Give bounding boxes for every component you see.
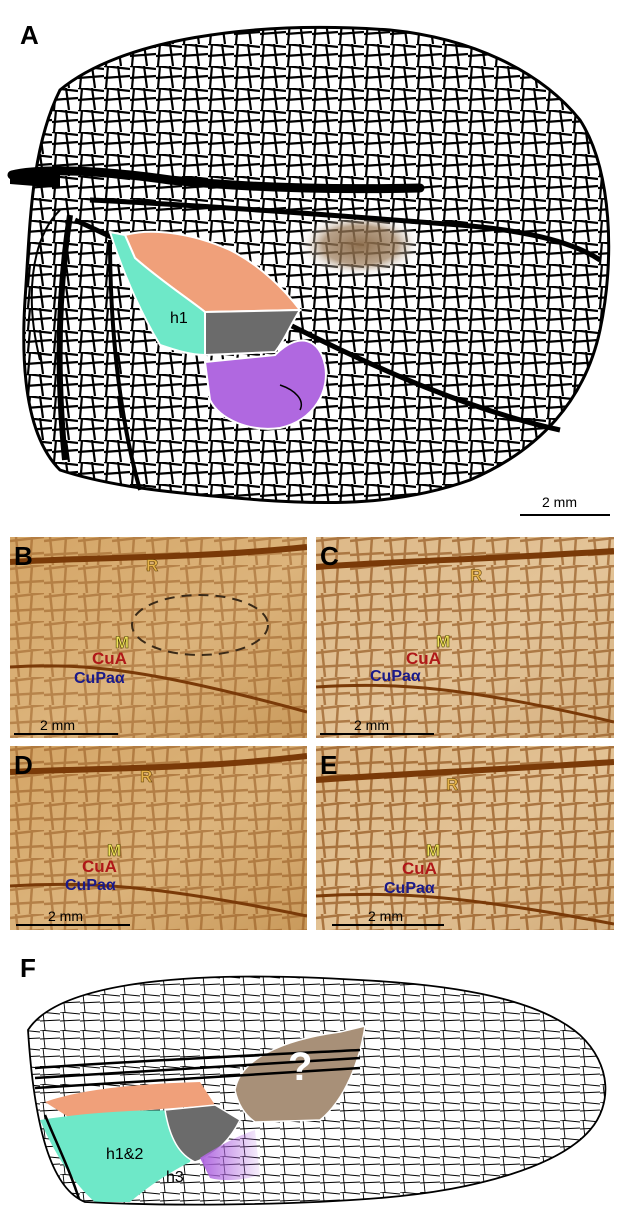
vein-label-cupa: CuPaα — [74, 671, 125, 687]
vein-label-cupa: CuPaα — [384, 881, 435, 897]
panel-e-label: E — [320, 752, 337, 778]
panel-e-scale-bar — [332, 924, 444, 926]
panel-d-label: D — [14, 752, 33, 778]
vein-label-cua: CuA — [406, 650, 441, 667]
panel-b-label: B — [14, 543, 33, 569]
region-label-unknown: ? — [288, 1045, 312, 1090]
panel-a: A h1 2 mm — [0, 0, 618, 528]
panel-c: C R M CuA CuPaα 2 mm — [316, 537, 614, 738]
vein-label-r: R — [140, 768, 152, 785]
region-label-h1: h1 — [170, 310, 188, 328]
panel-e-scale-text: 2 mm — [368, 908, 403, 924]
panel-d-photo — [10, 746, 307, 930]
panel-a-scale-bar — [520, 514, 610, 516]
vein-label-cupa: CuPaα — [370, 669, 421, 685]
panel-e: E R M CuA CuPaα 2 mm — [316, 746, 614, 930]
panel-a-scale-text: 2 mm — [542, 494, 577, 510]
vein-label-r: R — [146, 557, 158, 574]
region-label-h3: h3 — [166, 1169, 184, 1187]
panel-a-wing-drawing — [0, 0, 618, 528]
vein-label-cua: CuA — [402, 860, 437, 877]
panel-b: B R M CuA CuPaα 2 mm — [10, 537, 307, 738]
panel-b-photo — [10, 537, 307, 738]
panel-b-scale-text: 2 mm — [40, 717, 75, 733]
panel-d: D R M CuA CuPaα 2 mm — [10, 746, 307, 930]
panel-e-photo — [316, 746, 614, 930]
vein-label-r: R — [446, 776, 458, 793]
panel-c-scale-bar — [320, 733, 434, 735]
vein-label-m: M — [426, 842, 440, 859]
panel-c-scale-text: 2 mm — [354, 717, 389, 733]
panel-d-scale-bar — [16, 924, 130, 926]
panel-c-photo — [316, 537, 614, 738]
panel-a-label: A — [20, 22, 39, 48]
vein-label-m: M — [436, 633, 450, 650]
vein-label-r: R — [470, 567, 482, 584]
panel-b-scale-bar — [14, 733, 118, 735]
region-label-h12: h1&2 — [106, 1146, 143, 1164]
vein-label-cupa: CuPaα — [65, 878, 116, 894]
vein-label-cua: CuA — [82, 858, 117, 875]
panel-c-label: C — [320, 543, 339, 569]
panel-f-label: F — [20, 955, 36, 981]
panel-d-scale-text: 2 mm — [48, 908, 83, 924]
vein-label-cua: CuA — [92, 650, 127, 667]
panel-f: F h1&2 h3 ? — [0, 940, 618, 1213]
